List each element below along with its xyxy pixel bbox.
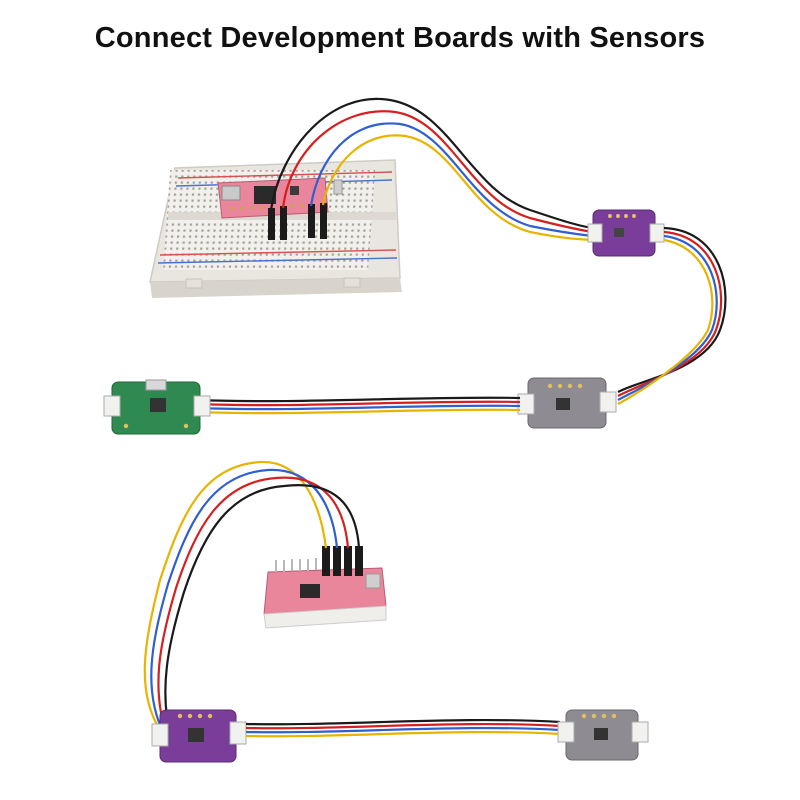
sensor-gray-bottom-graphic <box>557 709 649 761</box>
sensor-purple-top-graphic <box>587 209 665 257</box>
sensor-green-graphic <box>103 379 211 435</box>
qwiic-cable-graphic <box>143 460 361 743</box>
qwiic-cable-graphic <box>199 396 521 415</box>
page-title: Connect Development Boards with Sensors <box>94 22 706 54</box>
qwiic-cable-graphic <box>269 97 593 242</box>
sensor-gray-graphic <box>517 377 617 429</box>
dev-board-bottom-graphic <box>263 546 387 629</box>
sensor-purple-bottom-graphic <box>151 709 247 763</box>
qwiic-cable-graphic <box>245 718 561 738</box>
qwiic-cable-graphic <box>617 226 727 405</box>
